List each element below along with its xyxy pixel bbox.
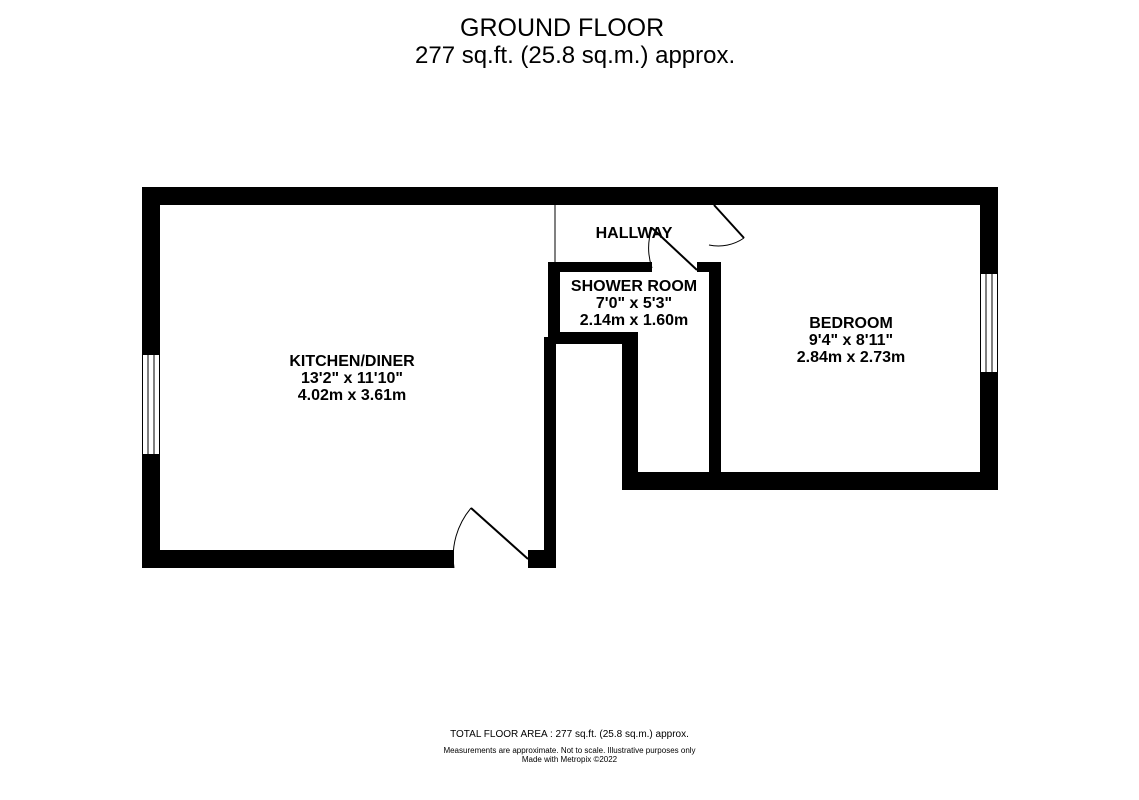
room-label-shower: SHOWER ROOM 7'0" x 5'3" 2.14m x 1.60m: [571, 278, 697, 329]
room-imperial: 13'2" x 11'10": [301, 370, 403, 387]
disclaimer: Measurements are approximate. Not to sca…: [443, 746, 696, 755]
wall-kitchen-bottom: [142, 550, 454, 568]
wall-shower-top-right: [697, 262, 719, 272]
room-label-hallway: HALLWAY: [596, 225, 673, 242]
bedroom-door-leaf: [713, 204, 745, 239]
wall-shower-inner: [622, 332, 638, 490]
room-imperial: 7'0" x 5'3": [595, 295, 673, 312]
shower-door-swing: [648, 227, 653, 269]
wall-corridor-bottom: [622, 472, 998, 490]
shower-door-leaf: [651, 227, 698, 271]
room-imperial: 9'4" x 8'11": [808, 332, 894, 349]
kitchen-door-swing: [452, 507, 472, 569]
wall-bedroom-right-lower: [980, 373, 998, 490]
wall-kitchen-left-lower: [142, 455, 160, 568]
kitchen-window: [142, 354, 160, 455]
doors: [452, 204, 745, 569]
wall-shower-bottom: [548, 332, 638, 344]
floor-area: 277 sq.ft. (25.8 sq.m.) approx.: [415, 42, 736, 69]
room-name: HALLWAY: [595, 225, 673, 242]
room-label-bedroom: BEDROOM 9'4" x 8'11" 2.84m x 2.73m: [797, 315, 906, 366]
room-metric: 4.02m x 3.61m: [297, 387, 407, 404]
room-name: BEDROOM: [809, 315, 893, 332]
room-name: KITCHEN/DINER: [289, 353, 415, 370]
wall-kitchen-left-upper: [142, 187, 160, 354]
room-metric: 2.84m x 2.73m: [796, 349, 906, 366]
room-label-kitchen: KITCHEN/DINER 13'2" x 11'10" 4.02m x 3.6…: [289, 353, 414, 404]
wall-top: [142, 187, 998, 205]
floor-title: GROUND FLOOR: [460, 14, 665, 42]
total-floor-area: TOTAL FLOOR AREA : 277 sq.ft. (25.8 sq.m…: [450, 729, 689, 740]
kitchen-door-leaf: [470, 507, 529, 560]
wall-bedroom-left: [709, 262, 721, 490]
wall-shower-top: [548, 262, 652, 272]
room-metric: 2.14m x 1.60m: [579, 312, 689, 329]
bedroom-door-swing: [708, 237, 745, 247]
room-name: SHOWER ROOM: [570, 278, 698, 295]
walls: [142, 187, 998, 568]
wall-shower-left: [548, 262, 560, 332]
credit: Made with Metropix ©2022: [521, 755, 618, 764]
wall-partition-lower: [544, 337, 556, 568]
windows: [142, 273, 998, 455]
wall-bedroom-right-upper: [980, 187, 998, 273]
bedroom-window: [980, 273, 998, 373]
